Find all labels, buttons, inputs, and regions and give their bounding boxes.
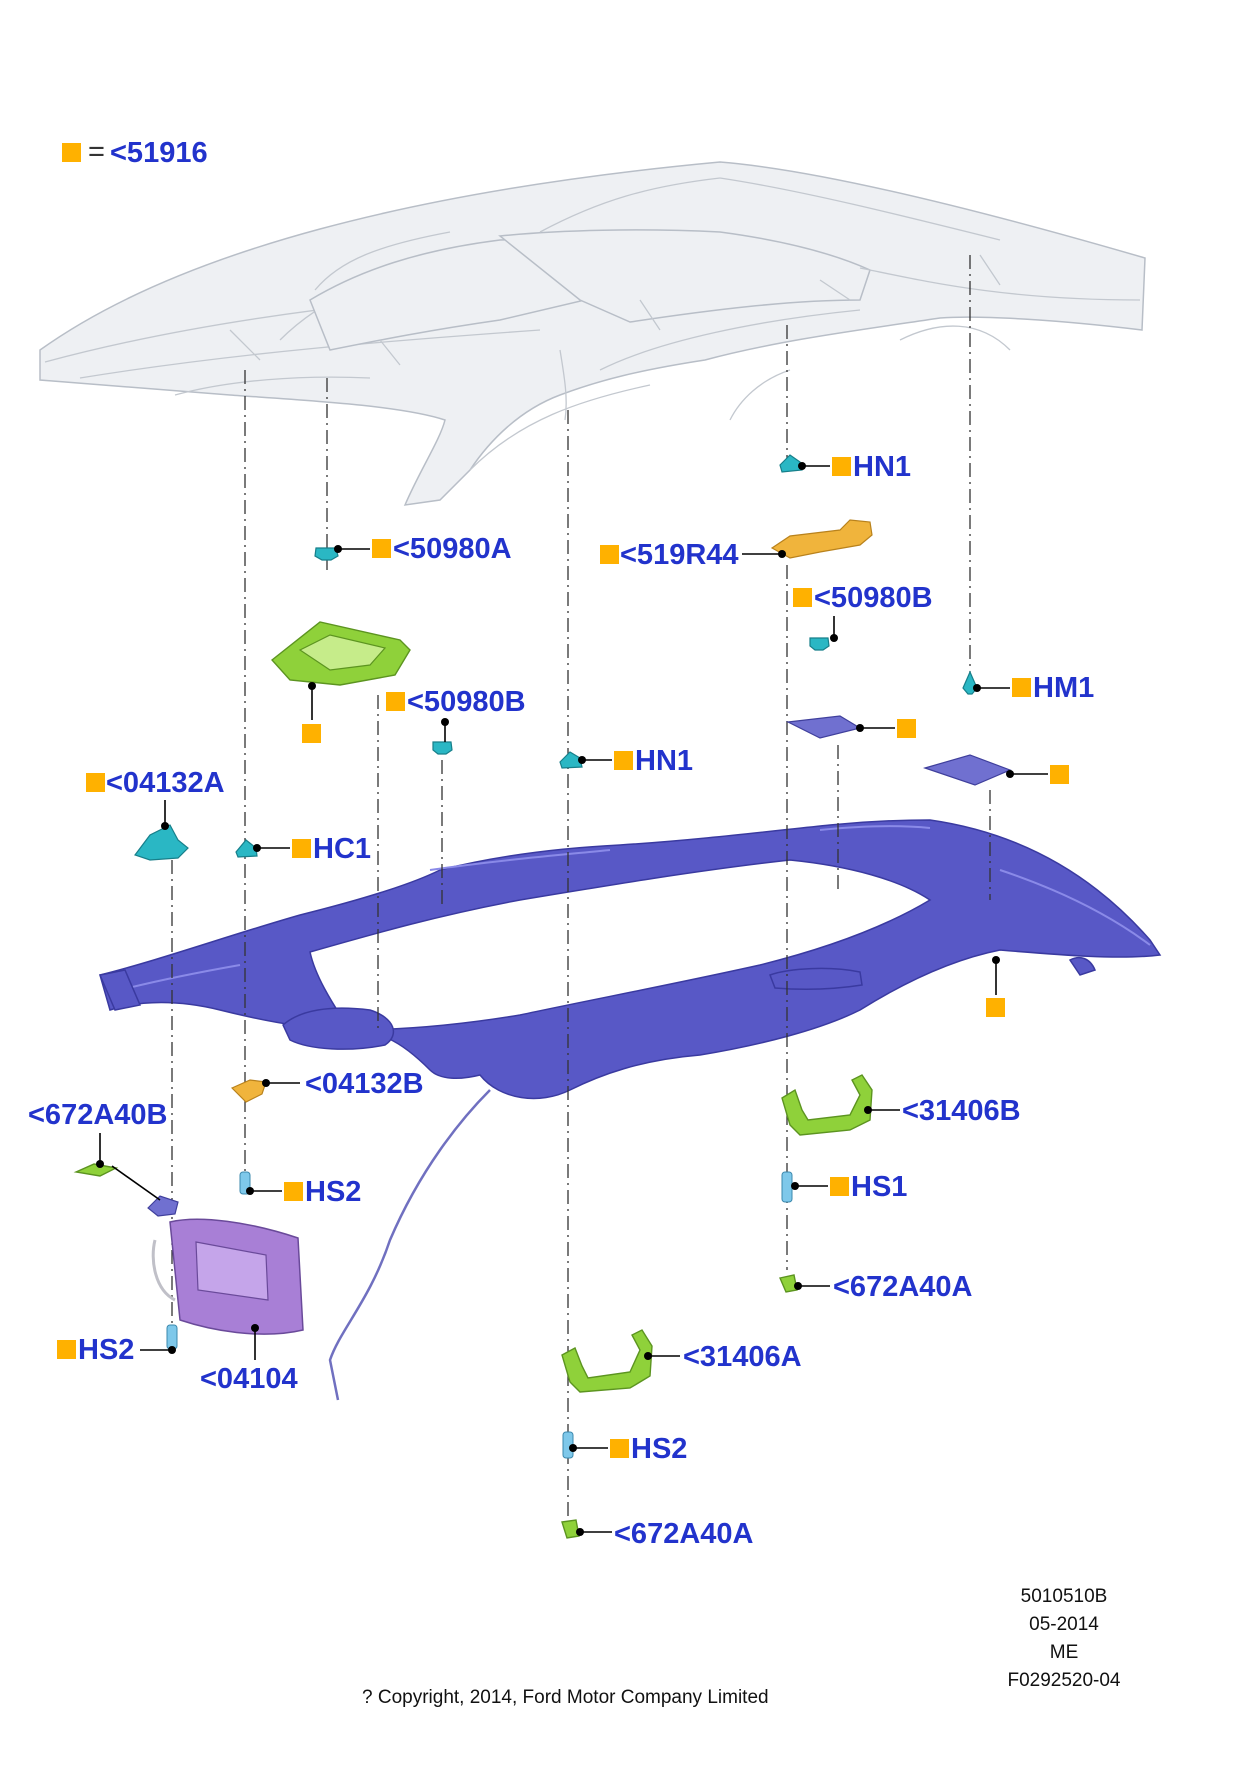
label-31406A: <31406A	[683, 1341, 802, 1373]
marker-04132A	[86, 773, 105, 792]
label-672A40A-bottom: <672A40A	[614, 1518, 754, 1550]
bracket-04132B-part	[230, 1079, 267, 1103]
label-HC1: HC1	[313, 833, 371, 865]
marker-50980B-mid	[386, 692, 405, 711]
marker-HS2-left	[284, 1182, 303, 1201]
orange-markers	[57, 143, 1069, 1458]
bracket-04132A-part	[134, 824, 189, 861]
marker-HN1-mid	[614, 751, 633, 770]
label-50980B-right: <50980B	[814, 582, 933, 614]
legend-marker	[62, 143, 81, 162]
label-HS1: HS1	[851, 1171, 907, 1203]
footer-code-1: 5010510B	[1021, 1586, 1108, 1607]
alignment-lines	[171, 255, 991, 1535]
label-HN1-mid: HN1	[635, 745, 693, 777]
headliner	[98, 819, 1162, 1100]
clip-50980B-mid-part	[432, 741, 453, 755]
label-HN1-top: HN1	[853, 451, 911, 483]
marker-headliner-right	[986, 998, 1005, 1017]
screw-HS2-visor-part	[166, 1324, 178, 1350]
headliner-wire	[328, 1089, 491, 1401]
label-50980A: <50980A	[393, 533, 512, 565]
footer: 5010510B 05-2014 ME F0292520-04 ? Copyri…	[362, 1586, 1121, 1708]
bracket-519R44-part	[770, 519, 873, 559]
label-672A40A-right: <672A40A	[833, 1271, 973, 1303]
legend-code: <51916	[110, 137, 208, 169]
marker-HN1-top	[832, 457, 851, 476]
marker-violet-plate-right	[1050, 765, 1069, 784]
clip-HC1-part	[235, 839, 258, 858]
label-HS2-center: HS2	[631, 1433, 687, 1465]
marker-HS2-center	[610, 1439, 629, 1458]
leader-lines	[96, 462, 1048, 1536]
label-04132A: <04132A	[106, 767, 225, 799]
label-04132B: <04132B	[305, 1068, 424, 1100]
legend-equals: =	[88, 136, 105, 168]
label-HS2-left: HS2	[305, 1176, 361, 1208]
marker-console-bracket	[302, 724, 321, 743]
label-31406B: <31406B	[902, 1095, 1021, 1127]
marker-HC1	[292, 839, 311, 858]
cover-672A40B-part	[73, 1163, 119, 1177]
marker-HS2-visor	[57, 1340, 76, 1359]
grab-handle-31406B-part	[781, 1074, 873, 1136]
console-bracket-part	[270, 621, 411, 686]
footer-code-3: ME	[1050, 1642, 1079, 1663]
cap-672A40A-bottom-part	[561, 1519, 580, 1539]
violet-plate-right-part	[922, 754, 1012, 786]
sun-visor-part	[147, 1195, 304, 1335]
parts	[73, 454, 1012, 1539]
roof-frame	[39, 161, 1146, 506]
label-50980B-mid: <50980B	[407, 686, 526, 718]
grab-handle-31406A-part	[561, 1329, 653, 1393]
violet-plate-part	[785, 715, 862, 739]
clip-HN1-top-part	[779, 454, 803, 473]
footer-code-2: 05-2014	[1029, 1614, 1099, 1635]
label-672A40B: <672A40B	[28, 1099, 167, 1131]
marker-519R44	[600, 545, 619, 564]
marker-50980B-right	[793, 588, 812, 607]
copyright-text: ? Copyright, 2014, Ford Motor Company Li…	[362, 1687, 769, 1708]
marker-violet-plate	[897, 719, 916, 738]
marker-HS1	[830, 1177, 849, 1196]
cap-672A40A-right-part	[779, 1274, 798, 1293]
marker-HM1	[1012, 678, 1031, 697]
clip-50980B-right-part	[809, 637, 830, 651]
label-HM1: HM1	[1033, 672, 1094, 704]
label-HS2-visor: HS2	[78, 1334, 134, 1366]
screw-HS1-part	[781, 1171, 793, 1203]
label-519R44: <519R44	[620, 539, 739, 571]
callout-labels: = <51916 <50980A <519R44 <50980B <50980B…	[28, 136, 1094, 1550]
label-04104: <04104	[200, 1363, 298, 1395]
marker-50980A	[372, 539, 391, 558]
footer-code-4: F0292520-04	[1007, 1670, 1120, 1691]
